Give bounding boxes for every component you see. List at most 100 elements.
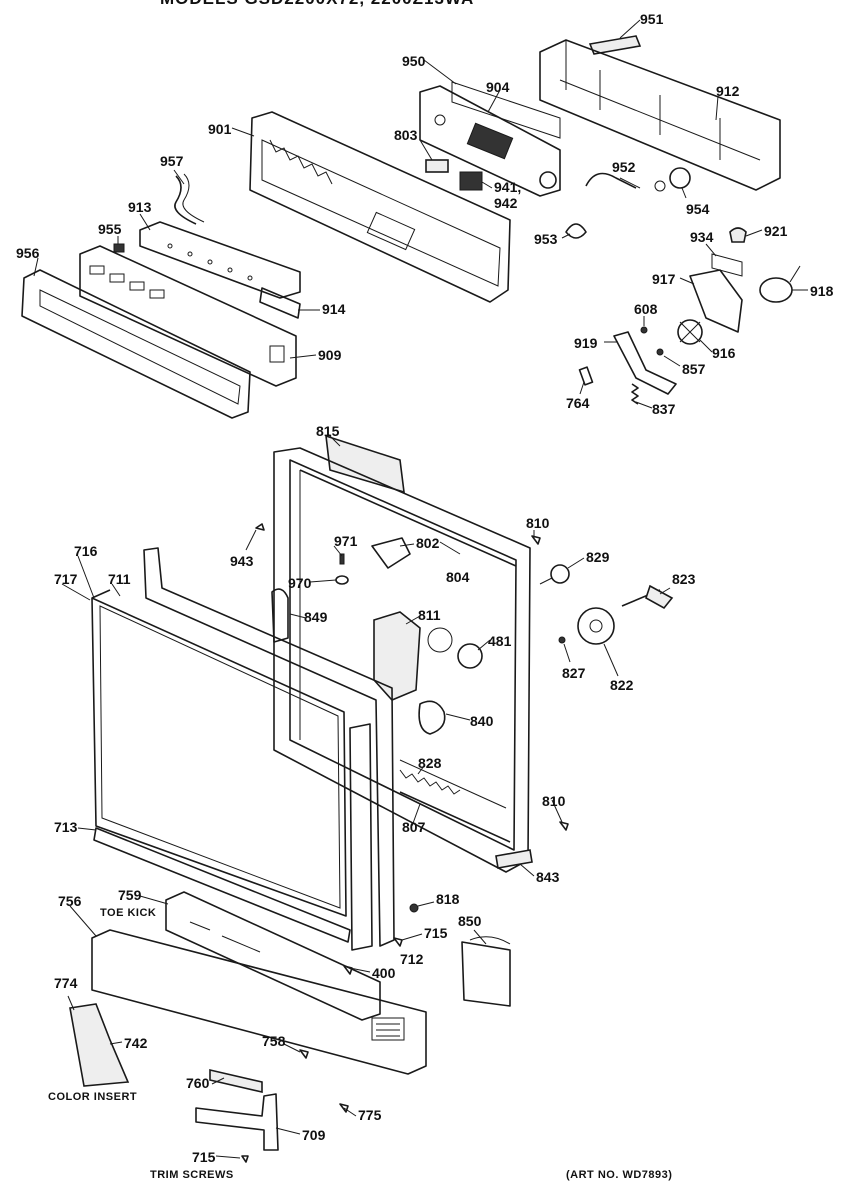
callout-815: 815 (316, 423, 340, 439)
part-955-clip (113, 243, 125, 253)
callout-954: 954 (686, 201, 710, 217)
callout-912: 912 (716, 83, 740, 99)
part-756-kick-plate (91, 929, 427, 1075)
callout-952: 952 (612, 159, 636, 175)
part-829-bearing (539, 564, 570, 585)
part-953-cam (565, 223, 587, 239)
callout-941: 941, (494, 179, 521, 195)
callout-764: 764 (566, 395, 590, 411)
part-919-lever (613, 331, 677, 395)
callout-759: 759 (118, 887, 142, 903)
part-840-latch (418, 700, 446, 735)
callout-919: 919 (574, 335, 598, 351)
part-822-gear (577, 607, 615, 645)
part-952-wire (585, 172, 637, 189)
part-918-motor (759, 265, 801, 303)
callout-715-lower: 715 (192, 1149, 216, 1165)
callout-914: 914 (322, 301, 346, 317)
callout-481: 481 (488, 633, 512, 649)
part-941-942-relay (459, 171, 483, 191)
part-715-screw-upper (393, 937, 403, 947)
callout-711: 711 (108, 571, 131, 587)
callout-957: 957 (160, 153, 184, 169)
part-849-hinge (271, 588, 289, 643)
callout-802: 802 (416, 535, 440, 551)
part-716-717-trim (91, 589, 111, 599)
callout-934: 934 (690, 229, 714, 245)
part-901-console (249, 111, 511, 303)
callout-709: 709 (302, 1127, 326, 1143)
callout-758: 758 (262, 1033, 286, 1049)
part-804-seal (299, 469, 517, 567)
part-759-toe-kick (165, 891, 381, 1021)
part-943-screw (255, 523, 265, 531)
art-number: (ART NO. WD7893) (566, 1169, 672, 1181)
callout-715-upper: 715 (424, 925, 448, 941)
callout-950: 950 (402, 53, 426, 69)
part-711-door-frame (143, 547, 395, 947)
part-912-control-housing (539, 39, 781, 191)
part-837-spring (631, 383, 639, 405)
part-742-color-insert (69, 1003, 130, 1087)
callout-756: 756 (58, 893, 82, 909)
callout-901: 901 (208, 121, 232, 137)
part-818-nut (409, 903, 419, 913)
part-802-actuator (371, 537, 411, 569)
callout-818: 818 (436, 891, 460, 907)
callout-849: 849 (304, 609, 328, 625)
callout-717: 717 (54, 571, 78, 587)
part-810-screw-lower (559, 821, 569, 831)
callout-918: 918 (810, 283, 834, 299)
part-715-screw-lower (241, 1155, 249, 1163)
callout-951: 951 (640, 11, 664, 27)
part-970-grommet (335, 575, 349, 585)
callout-labels: 951 950 904 912 901 803 957 941, 942 952… (16, 11, 834, 1165)
callout-970: 970 (288, 575, 312, 591)
part-758-screw (299, 1049, 309, 1059)
part-827-bolt (558, 636, 566, 644)
callout-857: 857 (682, 361, 706, 377)
part-400-screw (343, 965, 353, 975)
part-913-membrane-circuit (139, 221, 301, 299)
part-807-strip (399, 791, 511, 843)
callout-811: 811 (418, 607, 441, 623)
callout-803: 803 (394, 127, 418, 143)
part-713-bottom-trim (93, 827, 351, 943)
callout-810-upper: 810 (526, 515, 550, 531)
callout-400: 400 (372, 965, 396, 981)
part-764-pin (578, 366, 594, 386)
callout-775: 775 (358, 1107, 382, 1123)
caption-color-insert: COLOR INSERT (48, 1091, 137, 1103)
part-713-outer-panel (91, 597, 347, 917)
callout-804: 804 (446, 569, 470, 585)
callout-810-lower: 810 (542, 793, 566, 809)
callout-956: 956 (16, 245, 40, 261)
callout-916: 916 (712, 345, 736, 361)
callout-942: 942 (494, 195, 518, 211)
part-481-rinse-cap (427, 627, 483, 669)
part-709-bracket (195, 1093, 279, 1151)
callout-713: 713 (54, 819, 78, 835)
part-803-switch (425, 159, 449, 173)
part-916-impeller (677, 319, 703, 345)
part-857-rivet (656, 348, 664, 356)
part-956-trim-frame (21, 269, 251, 419)
callout-716: 716 (74, 543, 98, 559)
callout-850: 850 (458, 913, 482, 929)
callout-909: 909 (318, 347, 342, 363)
part-815-vent (325, 434, 405, 494)
leader-lines (33, 19, 808, 1159)
callout-742: 742 (124, 1035, 148, 1051)
part-608-bolt (640, 326, 648, 334)
part-950-label (451, 81, 561, 139)
callout-904: 904 (486, 79, 510, 95)
part-971-screw (339, 553, 345, 565)
callout-843: 843 (536, 869, 560, 885)
callout-913: 913 (128, 199, 152, 215)
part-904-control-board (419, 85, 561, 197)
part-954-knob (654, 167, 691, 192)
callout-840: 840 (470, 713, 494, 729)
callout-829: 829 (586, 549, 610, 565)
part-775-screw (339, 1103, 349, 1113)
